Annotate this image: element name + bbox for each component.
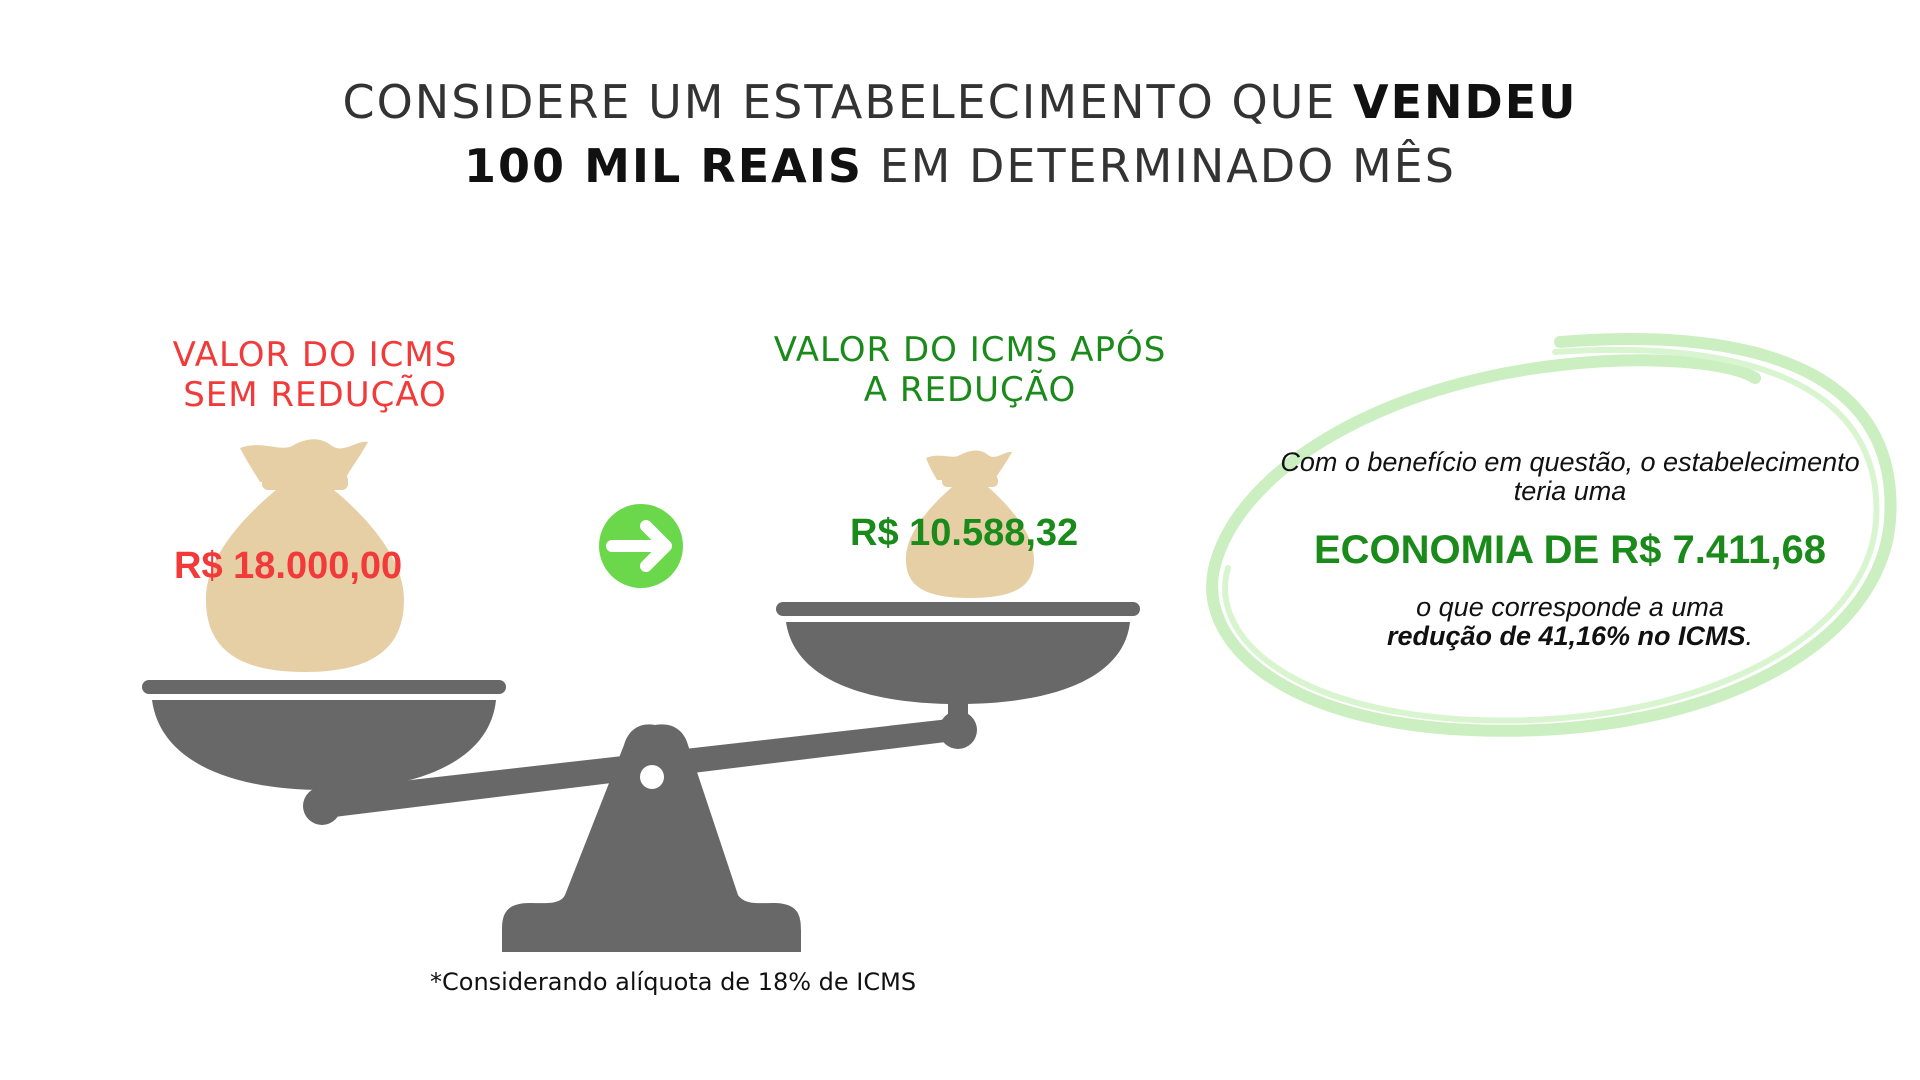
footnote: *Considerando alíquota de 18% de ICMS xyxy=(430,968,917,996)
callout-intro: Com o benefício em questão, o estabeleci… xyxy=(1280,447,1860,506)
scale-left-pan-rim xyxy=(142,680,506,694)
callout-outro: o que corresponde a uma redução de 41,16… xyxy=(1260,593,1880,651)
callout-oval-stroke-outer xyxy=(1206,333,1897,737)
savings-callout: Com o benefício em questão, o estabeleci… xyxy=(1260,448,1880,651)
left-pan-amount: R$ 18.000,00 xyxy=(174,545,403,587)
headline-line-2: 100 MIL REAIS EM DETERMINADO MÊS xyxy=(0,134,1920,198)
right-pan-amount: R$ 10.588,32 xyxy=(850,512,1079,554)
callout-highlight: ECONOMIA DE R$ 7.411,68 xyxy=(1313,528,1827,572)
headline-line2-light: EM DETERMINADO MÊS xyxy=(863,139,1456,193)
scale-left-pan-bowl xyxy=(152,700,496,790)
left-pan-label: VALOR DO ICMS SEM REDUÇÃO xyxy=(172,335,458,415)
arrow-right-circle-icon xyxy=(599,504,683,588)
money-bag-icon-large xyxy=(205,439,404,672)
headline-line2-bold: 100 MIL REAIS xyxy=(464,139,863,193)
headline-line1-bold: VENDEU xyxy=(1353,75,1578,129)
scale-right-pan-bowl xyxy=(786,622,1130,704)
callout-oval-stroke-inner xyxy=(1222,346,1880,724)
scale-right-pan-rim xyxy=(776,602,1140,616)
callout-oval xyxy=(1206,333,1897,737)
money-bag-icon-small xyxy=(905,450,1034,598)
callout-outro-lead: o que corresponde a uma xyxy=(1416,592,1724,622)
headline: CONSIDERE UM ESTABELECIMENTO QUE VENDEU … xyxy=(0,70,1920,198)
scale-left-pan-stem xyxy=(314,782,334,800)
scale-pivot-hole xyxy=(640,765,664,789)
headline-line-1: CONSIDERE UM ESTABELECIMENTO QUE VENDEU xyxy=(0,70,1920,134)
headline-line1-light: CONSIDERE UM ESTABELECIMENTO QUE xyxy=(342,75,1354,129)
balance-scale-icon xyxy=(142,602,1140,952)
callout-outro-end: . xyxy=(1745,621,1754,651)
right-pan-label: VALOR DO ICMS APÓS A REDUÇÃO xyxy=(773,330,1167,410)
scale-right-pan-stem xyxy=(948,698,968,720)
callout-outro-strong: redução de 41,16% no ICMS xyxy=(1386,621,1746,651)
scale-beam-right-knob xyxy=(939,711,977,749)
scale-stand xyxy=(502,724,801,952)
